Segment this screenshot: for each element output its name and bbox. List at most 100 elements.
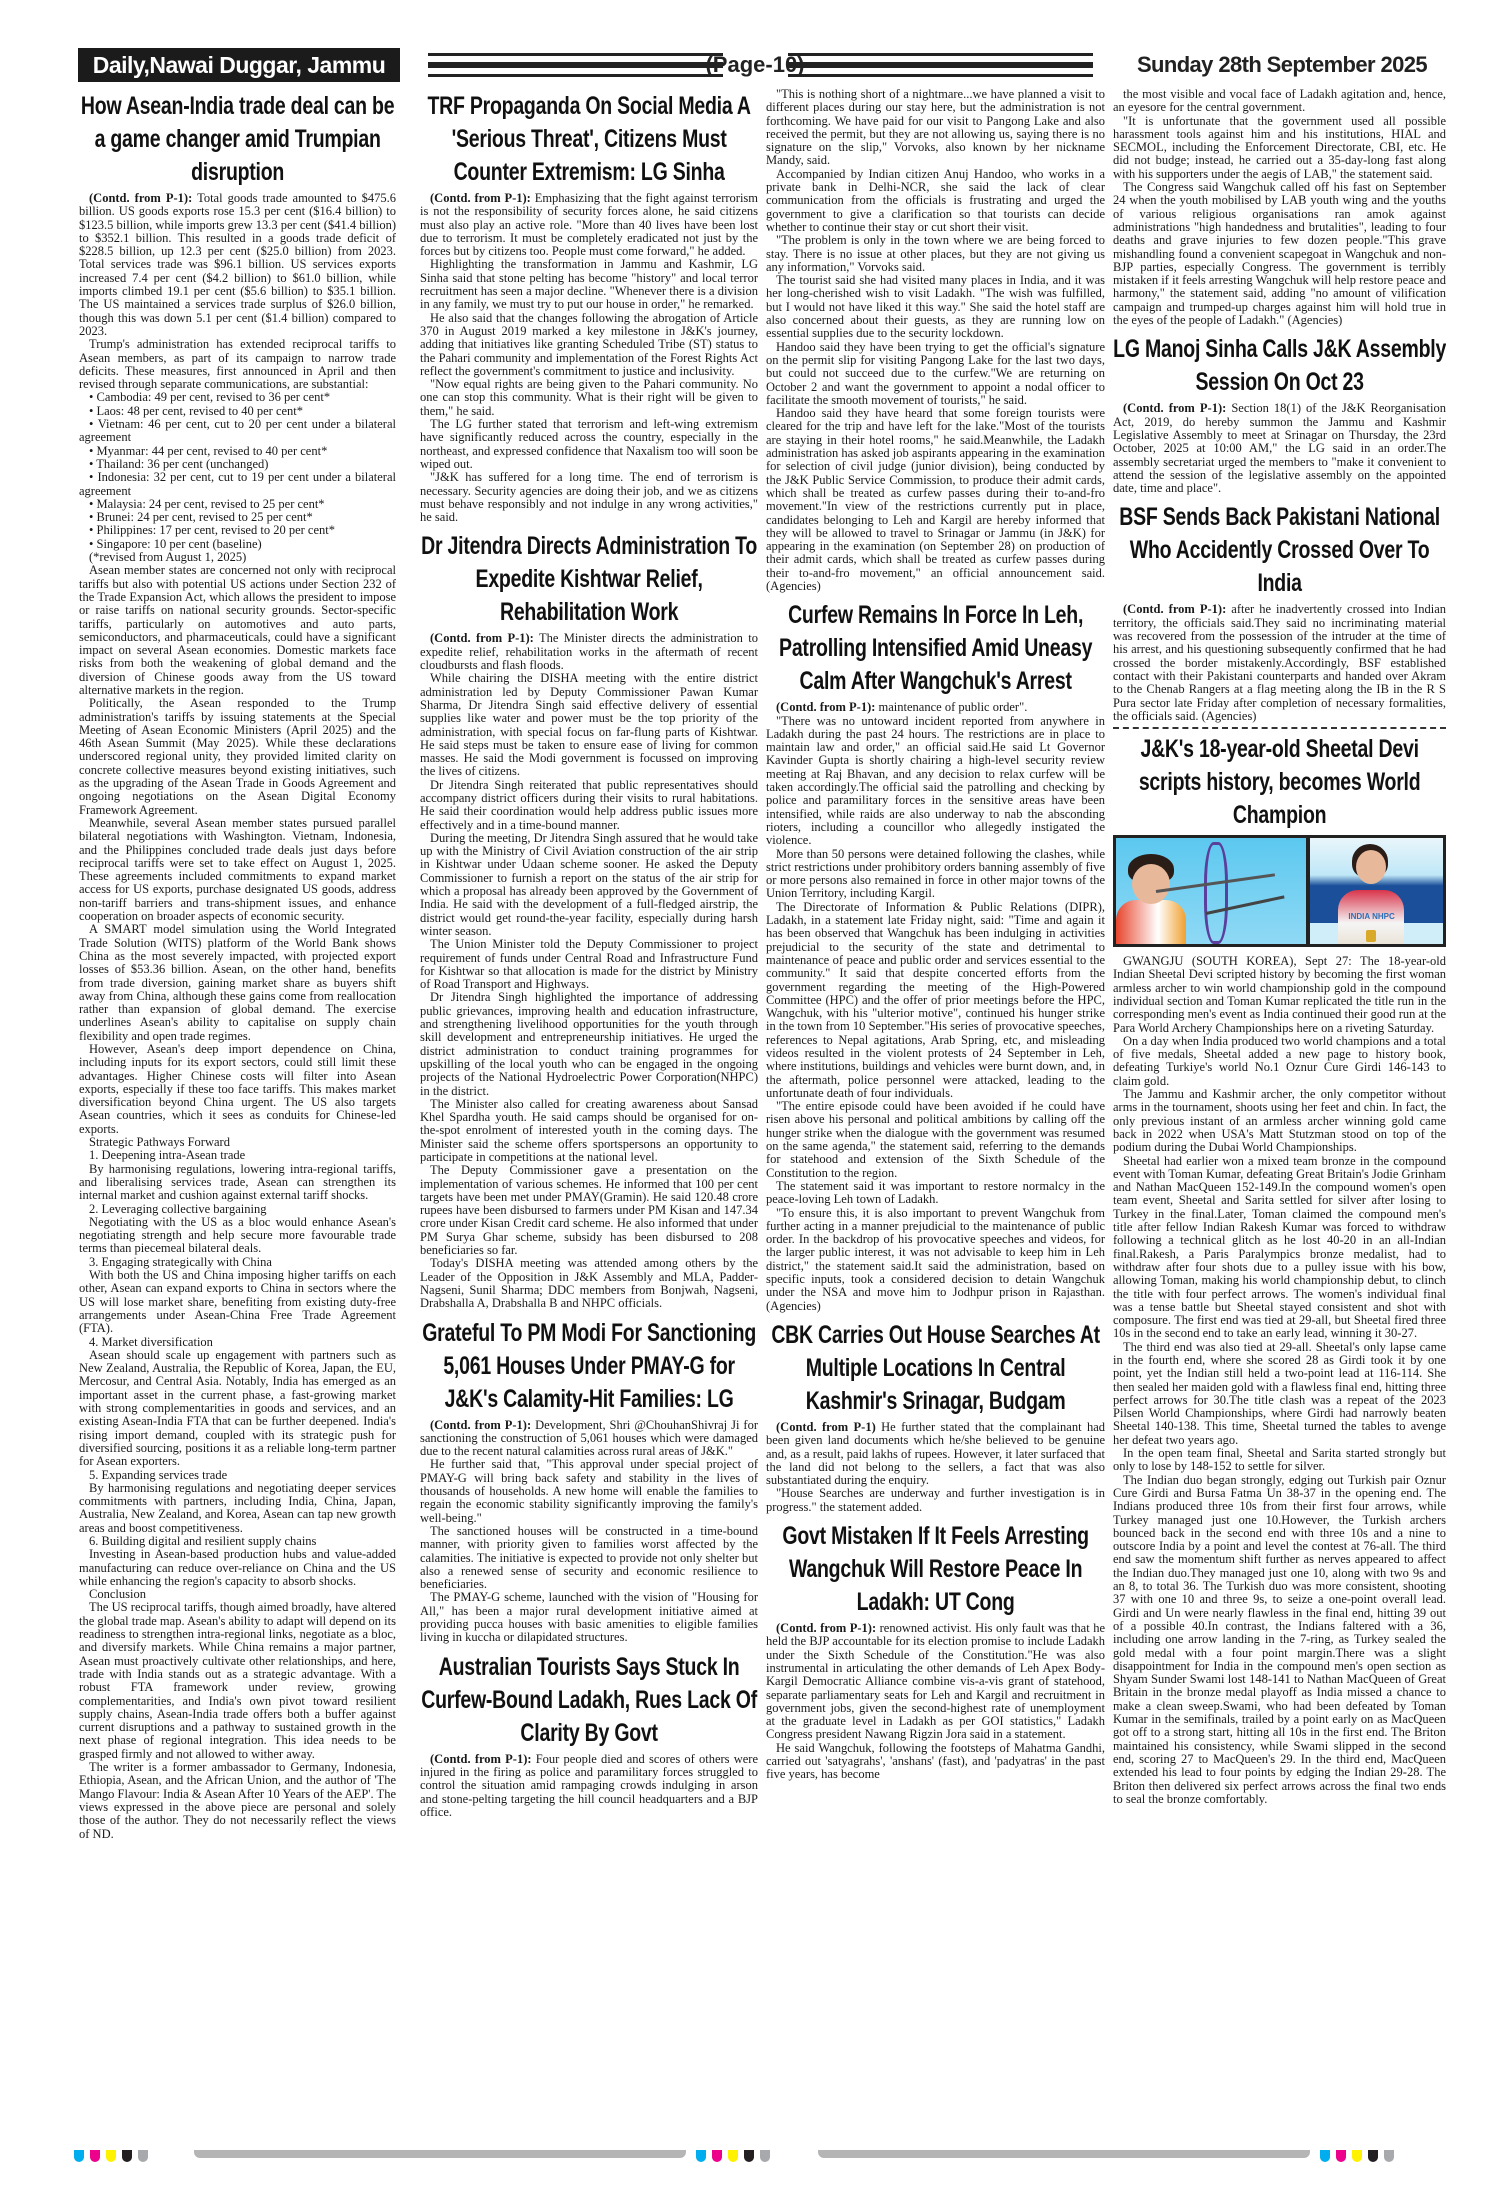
paragraph: GWANGJU (SOUTH KOREA), Sept 27: The 18-y… — [1113, 954, 1446, 1035]
headline: BSF Sends Back Pakistani National Who Ac… — [1119, 503, 1440, 598]
archer-with-medal-image: INDIA NHPC — [1309, 838, 1443, 945]
article-body: While chairing the DISHA meeting with th… — [420, 672, 758, 1310]
continued-label: (Contd. from P-1) — [776, 1419, 876, 1434]
headline: TRF Propaganda On Social Media A 'Seriou… — [427, 92, 751, 186]
paragraph: 1. Deepening intra-Asean trade — [89, 1148, 246, 1163]
paragraph: Dr Jitendra Singh highlighted the import… — [420, 990, 758, 1098]
paragraph: The Deputy Commissioner gave a presentat… — [420, 1163, 758, 1258]
paragraph: 6. Building digital and resilient supply… — [89, 1533, 317, 1548]
paragraph: "The entire episode could have been avoi… — [766, 1099, 1105, 1180]
paragraph: The statement said it was important to r… — [766, 1178, 1105, 1207]
paragraph: The Jammu and Kashmir archer, the only c… — [1113, 1087, 1446, 1155]
headline: Australian Tourists Says Stuck In Curfew… — [421, 1652, 757, 1747]
headline: Curfew Remains In Force In Leh, Patrolli… — [779, 601, 1093, 696]
paragraph: Handoo said they have heard that some fo… — [766, 406, 1105, 593]
paragraph: The Directorate of Information & Public … — [766, 899, 1105, 1100]
article-body: GWANGJU (SOUTH KOREA), Sept 27: The 18-y… — [1113, 954, 1446, 1806]
paragraph: • Laos: 48 per cent, revised to 40 per c… — [89, 403, 304, 418]
paragraph: While chairing the DISHA meeting with th… — [420, 671, 758, 779]
article-body: Highlighting the transformation in Jammu… — [420, 258, 758, 524]
issue-date: Sunday 28th September 2025 — [1136, 52, 1428, 77]
intro: renowned activist. His only fault was th… — [766, 1621, 1105, 1742]
article-body: "House Searches are underway and further… — [766, 1487, 1105, 1514]
jersey-text: INDIA NHPC — [1348, 912, 1395, 922]
registration-marks-right — [1320, 2150, 1400, 2162]
headline: J&K's 18-year-old Sheetal Devi scripts h… — [1138, 735, 1421, 830]
paragraph: The LG further stated that terrorism and… — [420, 417, 758, 471]
paragraph: During the meeting, Dr Jitendra Singh as… — [420, 830, 758, 938]
continued-label: (Contd. from P-1): — [430, 1751, 532, 1766]
registration-bar-right — [818, 2150, 1310, 2158]
newspaper-name: Daily,Nawai Duggar, Jammu — [78, 48, 400, 82]
article-trf-propaganda: TRF Propaganda On Social Media A 'Seriou… — [420, 90, 758, 524]
paragraph: He said Wangchuk, following the footstep… — [766, 1740, 1105, 1782]
paragraph: Today's DISHA meeting was attended among… — [420, 1256, 758, 1311]
paragraph: 4. Market diversification — [89, 1334, 213, 1349]
paragraph: Meanwhile, several Asean member states p… — [79, 815, 396, 924]
paragraph: (*revised from August 1, 2025) — [89, 550, 247, 565]
paragraph: • Cambodia: 49 per cent, revised to 36 p… — [89, 390, 331, 405]
paragraph: The sanctioned houses will be constructe… — [420, 1523, 758, 1592]
continued-label: (Contd. from P-1): — [430, 1417, 532, 1432]
article-curfew-leh: Curfew Remains In Force In Leh, Patrolli… — [766, 599, 1105, 1313]
article-australian-tourists: Australian Tourists Says Stuck In Curfew… — [420, 1651, 758, 1819]
column-4: the most visible and vocal face of Ladak… — [1113, 88, 1446, 2143]
paragraph: The US reciprocal tariffs, though aimed … — [79, 1600, 396, 1761]
continued-label: (Contd. from P-1): — [430, 191, 531, 205]
article-body: He said Wangchuk, following the footstep… — [766, 1740, 1105, 1782]
intro: Section 18(1) of the J&K Reorganisation … — [1113, 401, 1446, 496]
headline: How Asean-India trade deal can be a game… — [80, 92, 395, 186]
paragraph: Negotiating with the US as a bloc would … — [79, 1214, 396, 1256]
paragraph: By harmonising regulations, lowering int… — [79, 1161, 396, 1203]
headline: Grateful To PM Modi For Sanctioning 5,06… — [422, 1318, 756, 1413]
paragraph: The Congress said Wangchuk called off hi… — [1113, 180, 1446, 328]
continued-label: (Contd. from P-1): — [776, 1621, 877, 1636]
article-ut-congress: Govt Mistaken If It Feels Arresting Wang… — [766, 1520, 1105, 1782]
paragraph: • Philippines: 17 per cent, revised to 2… — [89, 523, 335, 538]
paragraph: Highlighting the transformation in Jammu… — [420, 257, 758, 312]
article-jitendra-kishtwar: Dr Jitendra Directs Administration To Ex… — [420, 530, 758, 1310]
intro: Development, Shri @ChouhanShivraj Ji for… — [420, 1417, 758, 1459]
article-asean-india-trade: How Asean-India trade deal can be a game… — [79, 90, 396, 1841]
article-body: Trump's administration has extended reci… — [79, 338, 396, 1841]
article-sheetal-devi: J&K's 18-year-old Sheetal Devi scripts h… — [1113, 733, 1446, 1806]
paragraph: More than 50 persons were detained follo… — [766, 846, 1105, 901]
paragraph: 2. Leveraging collective bargaining — [89, 1201, 267, 1216]
registration-marks-left — [74, 2150, 154, 2162]
paragraph: Asean should scale up engagement with pa… — [79, 1347, 396, 1469]
paragraph: • Singapore: 10 per cent (baseline) — [89, 536, 262, 551]
paragraph: • Thailand: 36 per cent (unchanged) — [89, 456, 269, 471]
article-australian-tourists-continued: "This is nothing short of a nightmare...… — [766, 88, 1105, 593]
article-ut-congress-continued: the most visible and vocal face of Ladak… — [1113, 88, 1446, 327]
paragraph: The tourist said she had visited many pl… — [766, 273, 1105, 341]
article-cbk-searches: CBK Carries Out House Searches At Multip… — [766, 1319, 1105, 1514]
column-1: How Asean-India trade deal can be a game… — [79, 88, 396, 2143]
paragraph: • Indonesia: 32 per cent, cut to 19 per … — [79, 470, 396, 498]
paragraph: Sheetal had earlier won a mixed team bro… — [1113, 1153, 1446, 1341]
paragraph: On a day when India produced two world c… — [1113, 1033, 1446, 1088]
masthead-rule-right — [788, 53, 1093, 77]
archery-photo: INDIA NHPC — [1113, 835, 1446, 948]
paragraph: • Malaysia: 24 per cent, revised to 25 p… — [89, 496, 325, 511]
paragraph: Strategic Pathways Forward — [89, 1135, 230, 1150]
paragraph: "J&K has suffered for a long time. The e… — [420, 470, 758, 525]
intro: Emphasizing that the fight against terro… — [420, 191, 758, 259]
paragraph: "To ensure this, it is also important to… — [766, 1205, 1105, 1313]
article-assembly-session: LG Manoj Sinha Calls J&K Assembly Sessio… — [1113, 333, 1446, 495]
masthead-rule-left — [428, 53, 723, 77]
paragraph: A SMART model simulation using the World… — [79, 922, 396, 1043]
column-3: "This is nothing short of a nightmare...… — [766, 88, 1105, 2143]
continued-label: (Contd. from P-1): — [776, 700, 876, 715]
continued-label: (Contd. from P-1): — [1123, 401, 1227, 416]
article-bsf-pakistani: BSF Sends Back Pakistani National Who Ac… — [1113, 501, 1446, 723]
archer-shooting-image — [1116, 838, 1306, 945]
article-body: He further said that, "This approval und… — [420, 1458, 758, 1644]
paragraph: "There was no untoward incident reported… — [766, 713, 1105, 848]
registration-bar-left — [194, 2150, 686, 2158]
continued-label: (Contd. from P-1): — [1123, 602, 1227, 617]
paragraph: • Brunei: 24 per cent, revised to 25 per… — [89, 510, 313, 525]
paragraph: "Now equal rights are being given to the… — [420, 377, 758, 418]
paragraph: The third end was also tied at 29-all. S… — [1113, 1339, 1446, 1447]
paragraph: 3. Engaging strategically with China — [89, 1254, 272, 1269]
paragraph: The Union Minister told the Deputy Commi… — [420, 937, 758, 992]
